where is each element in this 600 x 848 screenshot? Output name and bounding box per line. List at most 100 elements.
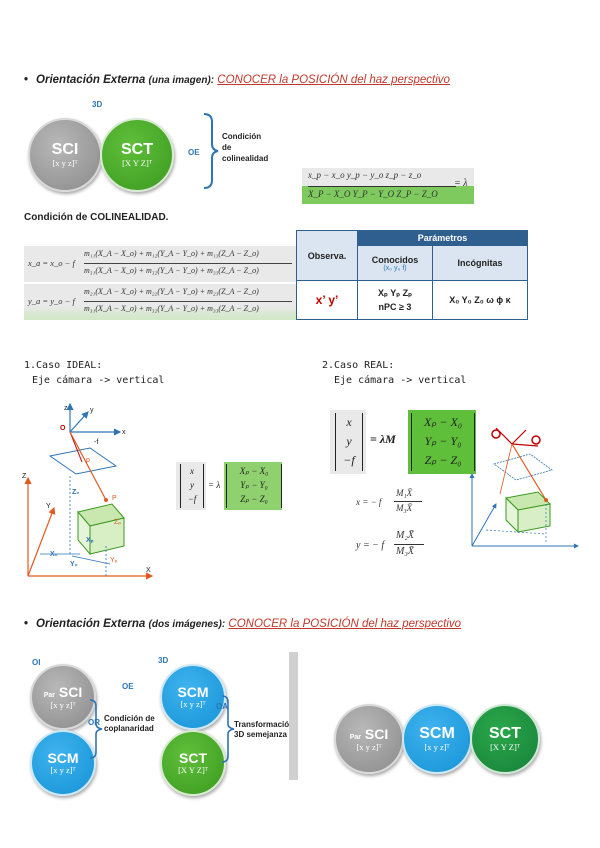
- d3-sci-name: SCI: [364, 725, 389, 742]
- obs-value: x’ y’: [296, 280, 358, 320]
- oi-label: OI: [32, 658, 41, 667]
- col-eq2-den: m₃₁(X_A − X_o) + m₃₂(Y_A − Y_o) + m₃₃(Z_…: [84, 304, 259, 313]
- label-3d: 3D: [92, 100, 103, 109]
- ideal-lhs-1: y: [190, 480, 194, 490]
- section2-link[interactable]: CONOCER la POSICIÓN del haz perspectivo: [228, 618, 462, 630]
- section2-heading: •Orientación Externa (dos imágenes): CON…: [24, 618, 461, 630]
- col-eq2: y_a = y_o − f m₂₁(X_A − X_o) + m₂₂(Y_A −…: [24, 284, 296, 320]
- ideal-zo: Z₀: [72, 489, 79, 496]
- scm-top-name: SCM: [177, 683, 209, 700]
- sci-name: SCI: [51, 140, 79, 158]
- conocidos-sub: (x₀ y₀ f): [383, 264, 407, 272]
- known-value1: Xₚ Yₚ Zₚ: [378, 288, 412, 298]
- ideal-rhs-0: Xₚ − X₀: [239, 466, 269, 476]
- real-lhs-1: y: [346, 434, 352, 448]
- table-row: Observa. Parámetros: [296, 230, 528, 281]
- sci-coord: [x y z]ᵀ: [52, 157, 78, 168]
- scm-left-name: SCM: [47, 749, 79, 766]
- ratio-top: x_p − x_o y_p − y_o z_p − z_o: [308, 170, 422, 180]
- section1-title-suffix: (una imagen):: [148, 75, 215, 86]
- coplanaridad-line2: coplanaridad: [104, 724, 154, 733]
- bracket-icon: [203, 113, 219, 189]
- real-fx-lhs: x = − f: [356, 497, 382, 507]
- real-rhs-2: Zₚ − Z₀: [424, 453, 462, 467]
- ratio-formula: x_p − x_o y_p − y_o z_p − z_o X_P − X_O …: [302, 168, 474, 204]
- known-value2: nPC ≥ 3: [378, 302, 412, 312]
- col-eq2-lhs: y_a = y_o − f: [28, 296, 75, 306]
- scm-top-coord: [x y z]ᵀ: [180, 698, 206, 709]
- ideal-yp: Yₚ: [110, 557, 118, 564]
- bracket-icon: [89, 699, 103, 759]
- ratio-lambda: = λ: [454, 178, 468, 189]
- bullet: •: [24, 618, 29, 630]
- table-row: x’ y’ Xₚ Yₚ Zₚ nPC ≥ 3 X₀ Y₀ Z₀ ω ϕ κ: [296, 280, 529, 320]
- real-fy-den: M₃X̄: [396, 546, 414, 557]
- real-fx-den: M₃X̄: [396, 503, 413, 513]
- par-sci-coord: [x y z]ᵀ: [50, 699, 76, 710]
- par-sci-small: Par: [43, 691, 56, 699]
- ideal-lhs-0: x: [190, 466, 194, 476]
- d3-scm-circle: SCM [x y z]ᵀ: [402, 704, 472, 774]
- oa-label: OA: [216, 702, 228, 711]
- ideal-rhs-1: Yₚ − Y₀: [240, 480, 268, 490]
- sci-circle: SCI [x y z]ᵀ: [28, 118, 102, 192]
- ideal-rhs-2: Zₚ − Z₀: [240, 494, 268, 504]
- scm-top-circle: SCM [x y z]ᵀ: [160, 664, 226, 730]
- real-equation: x y −f = λM Xₚ − X₀ Yₚ − Y₀ Zₚ − Z₀: [330, 410, 476, 474]
- ideal-o: O: [60, 425, 66, 432]
- oe-label: OE: [188, 148, 200, 157]
- sct-circle: SCT [X Y Z]ᵀ: [100, 118, 174, 192]
- unknown-value: X₀ Y₀ Z₀ ω ϕ κ: [431, 280, 529, 320]
- section1-title: Orientación Externa: [36, 74, 146, 86]
- sct-coord-2: [X Y Z]ᵀ: [178, 764, 208, 775]
- real-subtitle: Eje cámara -> vertical: [334, 375, 467, 386]
- label-3d-2: 3D: [158, 656, 169, 665]
- d3-sct-coord: [X Y Z]ᵀ: [490, 741, 520, 752]
- ideal-X: X: [146, 567, 151, 574]
- sct-name: SCT: [121, 140, 153, 158]
- real-fy-lhs: y = − f: [356, 540, 385, 551]
- parametros-header: Parámetros: [357, 230, 528, 246]
- ideal-y-top: y: [90, 407, 94, 414]
- bracket-icon: [221, 695, 235, 763]
- col-eq1-lhs: x_a = x_o − f: [28, 258, 75, 268]
- real-rhs-1: Yₚ − Y₀: [424, 434, 462, 448]
- condicion-text: Condición de colinealidad: [222, 131, 268, 164]
- ideal-lhs-2: −f: [187, 494, 197, 504]
- transform-line2: 3D semejanza: [234, 730, 287, 739]
- section2-title: Orientación Externa: [36, 618, 146, 630]
- col-eq1: x_a = x_o − f m₁₁(X_A − X_o) + m₁₂(Y_A −…: [24, 246, 296, 282]
- ideal-P: P: [112, 495, 117, 502]
- incognitas-header: Incógnitas: [431, 245, 529, 281]
- real-fx-num: M₁X̄: [396, 488, 413, 498]
- ideal-Y: Y: [46, 503, 51, 510]
- ideal-title: 1.Caso IDEAL:: [24, 360, 103, 371]
- ideal-xp: Xₚ: [86, 537, 94, 544]
- condicion-line3: colinealidad: [222, 154, 269, 163]
- real-fx: x = − f M₁X̄ M₃X̄: [356, 488, 446, 518]
- d3-sci-coord: [x y z]ᵀ: [356, 741, 382, 752]
- d3-scm-name: SCM: [419, 724, 455, 742]
- condicion-line1: Condición: [222, 132, 262, 141]
- table-row: Conocidos (x₀ y₀ f) Incógnitas: [297, 245, 529, 281]
- col-eq2-num: m₂₁(X_A − X_o) + m₂₂(Y_A − Y_o) + m₂₃(Z_…: [84, 287, 259, 296]
- condicion-line2: de: [222, 143, 232, 152]
- or-label: OR: [88, 718, 100, 727]
- real-fy: y = − f M₂X̄ M₃X̄: [356, 530, 446, 562]
- observa-header: Observa.: [296, 230, 358, 281]
- vertical-divider: [289, 652, 298, 780]
- section1-link[interactable]: CONOCER la POSICIÓN del haz perspectivo: [217, 74, 450, 86]
- real-title: 2.Caso REAL:: [322, 360, 395, 371]
- col-eq1-num: m₁₁(X_A − X_o) + m₁₂(Y_A − Y_o) + m₁₃(Z_…: [84, 249, 259, 258]
- real-lhs-0: x: [346, 415, 352, 429]
- ideal-x-top: x: [122, 429, 126, 436]
- real-lhs-2: −f: [343, 453, 355, 467]
- ideal-eq-mid: = λ: [208, 480, 221, 490]
- conocidos-header: Conocidos (x₀ y₀ f): [357, 245, 433, 281]
- real-sketch: [469, 427, 579, 549]
- coplanaridad-line1: Condición de: [104, 714, 155, 723]
- col-eq1-den: m₃₁(X_A − X_o) + m₃₂(Y_A − Y_o) + m₃₃(Z_…: [84, 266, 259, 275]
- ideal-yo: Y₀: [70, 561, 78, 568]
- scm-left-coord: [x y z]ᵀ: [50, 764, 76, 775]
- d3-par-small: Par: [349, 733, 362, 741]
